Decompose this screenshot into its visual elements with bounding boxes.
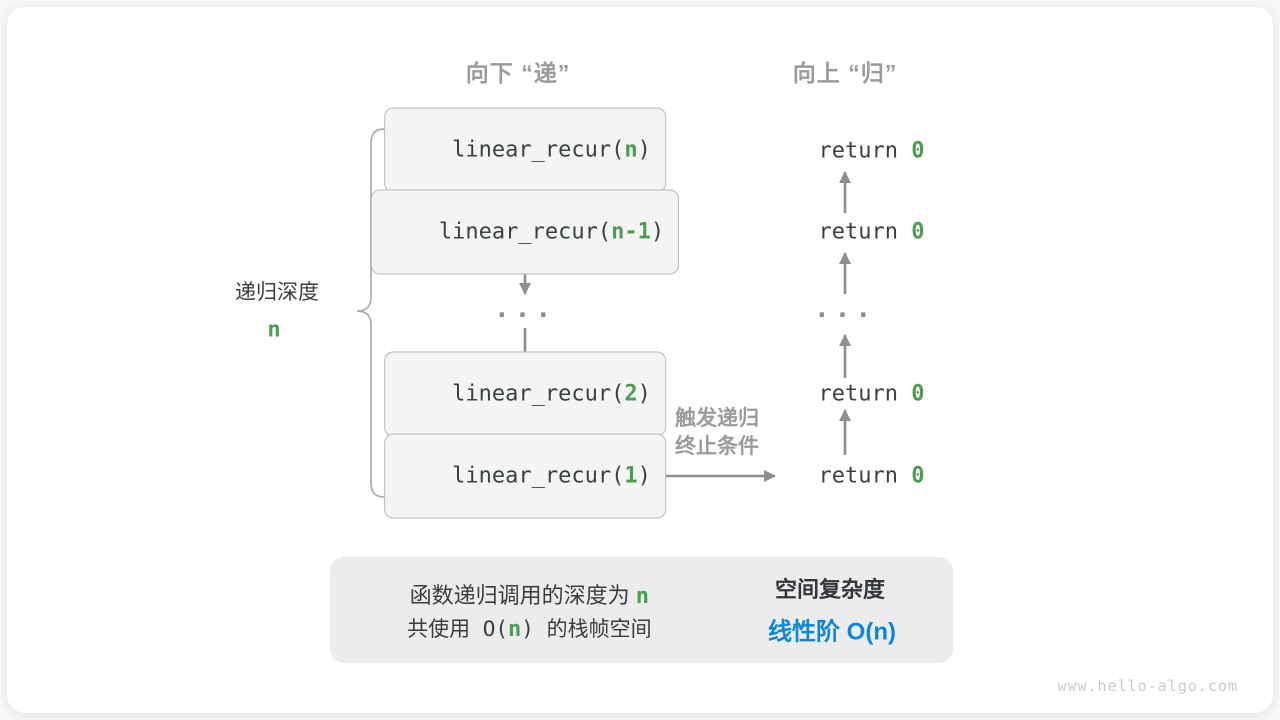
- return-column-ellipsis: ...: [814, 294, 876, 324]
- return-value: 0: [911, 381, 925, 407]
- base-case-line1: 触发递归: [675, 407, 759, 430]
- summary-depth-text: 函数递归调用的深度为: [409, 583, 636, 608]
- return-keyword: return: [818, 463, 912, 489]
- recursion-depth-label: 递归深度: [235, 281, 319, 304]
- base-case-line2: 终止条件: [675, 435, 759, 458]
- call-text: ): [637, 381, 651, 407]
- call-box-1: linear_recur(1): [384, 433, 666, 519]
- call-arg: 1: [624, 463, 638, 489]
- call-text: ): [637, 463, 651, 489]
- return-keyword: return: [818, 138, 912, 164]
- summary-panel: 函数递归调用的深度为 n 共使用 O(n) 的栈帧空间 空间复杂度 线性阶 O(…: [330, 557, 953, 663]
- call-text: ): [637, 137, 651, 163]
- return-statement: return 0: [766, 114, 925, 189]
- summary-space-pre: 共使用 O(: [407, 617, 509, 641]
- base-case-annotation: 触发递归 终止条件: [675, 405, 759, 461]
- call-text: ): [650, 219, 665, 245]
- return-keyword: return: [818, 381, 912, 407]
- call-text: linear_recur(: [438, 219, 612, 245]
- recursion-depth-value: n: [267, 317, 281, 343]
- call-text: linear_recur(: [452, 137, 625, 163]
- depth-brace-icon: [356, 128, 385, 498]
- call-arg: n: [624, 137, 638, 163]
- call-box-n-1: linear_recur(n-1): [370, 189, 680, 275]
- call-stack-ellipsis: ...: [494, 294, 556, 324]
- return-value: 0: [911, 219, 925, 245]
- call-text: linear_recur(: [452, 381, 625, 407]
- call-arg: 2: [624, 381, 638, 407]
- summary-space-suf: ) 的栈帧空间: [521, 617, 652, 641]
- descend-column-header: 向下 “递”: [465, 60, 571, 86]
- summary-space-value: n: [508, 617, 522, 642]
- summary-depth-line: 函数递归调用的深度为 n: [373, 552, 649, 636]
- call-box-n: linear_recur(n): [384, 107, 666, 193]
- return-statement: return 0: [766, 357, 925, 432]
- return-statement: return 0: [766, 439, 925, 514]
- return-statement: return 0: [766, 195, 925, 270]
- summary-depth-value: n: [635, 584, 650, 609]
- call-text: linear_recur(: [452, 463, 625, 489]
- space-complexity-result: 线性阶 O(n): [768, 618, 896, 646]
- space-complexity-title: 空间复杂度: [774, 577, 886, 602]
- call-box-2: linear_recur(2): [384, 351, 666, 437]
- site-watermark: www.hello-algo.com: [1057, 677, 1238, 695]
- call-arg: n-1: [611, 219, 651, 245]
- summary-space-line: 共使用 O(n) 的栈帧空间: [370, 587, 651, 669]
- ascend-column-header: 向上 “归”: [792, 60, 898, 86]
- return-value: 0: [911, 463, 925, 489]
- return-value: 0: [911, 138, 925, 164]
- return-keyword: return: [818, 219, 912, 245]
